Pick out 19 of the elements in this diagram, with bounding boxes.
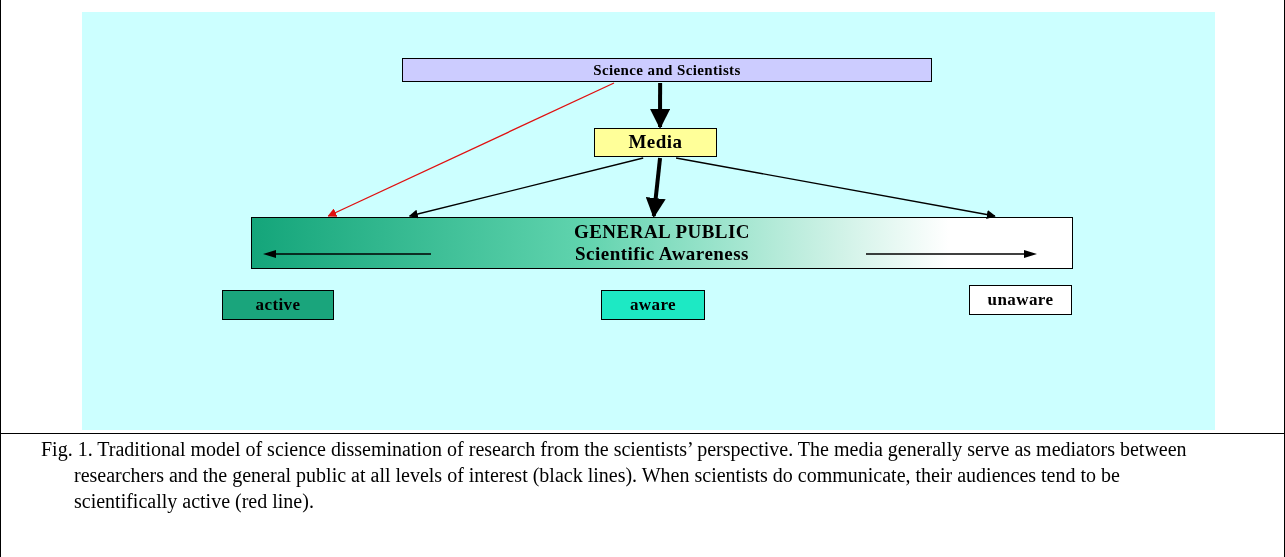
node-label: Scientific Awareness bbox=[575, 243, 749, 265]
public-box bbox=[251, 217, 1073, 269]
node-label: aware bbox=[629, 294, 677, 317]
level-box bbox=[601, 290, 705, 320]
arrow bbox=[408, 157, 644, 219]
caption: Fig. 1. Traditional model of science dissemination of research from the scientists’ perspective. The media generally serve as mediators between researchers and the general public at all levels of interest (black lines). When scientists do communicate, their audiences tend to be scientifically active (red line). bbox=[40, 437, 1188, 514]
arrow bbox=[650, 83, 671, 129]
node-label: Science and Scientists bbox=[593, 60, 741, 80]
level-box bbox=[222, 290, 334, 320]
media-box bbox=[594, 128, 717, 157]
node-label: GENERAL PUBLIC bbox=[573, 221, 751, 243]
arrow bbox=[645, 157, 666, 218]
source-box bbox=[402, 58, 932, 82]
arrow bbox=[675, 157, 996, 219]
node-label: unaware bbox=[987, 289, 1054, 312]
level-box bbox=[969, 285, 1072, 315]
arrow bbox=[327, 82, 615, 217]
node-label: Media bbox=[628, 130, 683, 155]
node-label: active bbox=[255, 294, 301, 317]
